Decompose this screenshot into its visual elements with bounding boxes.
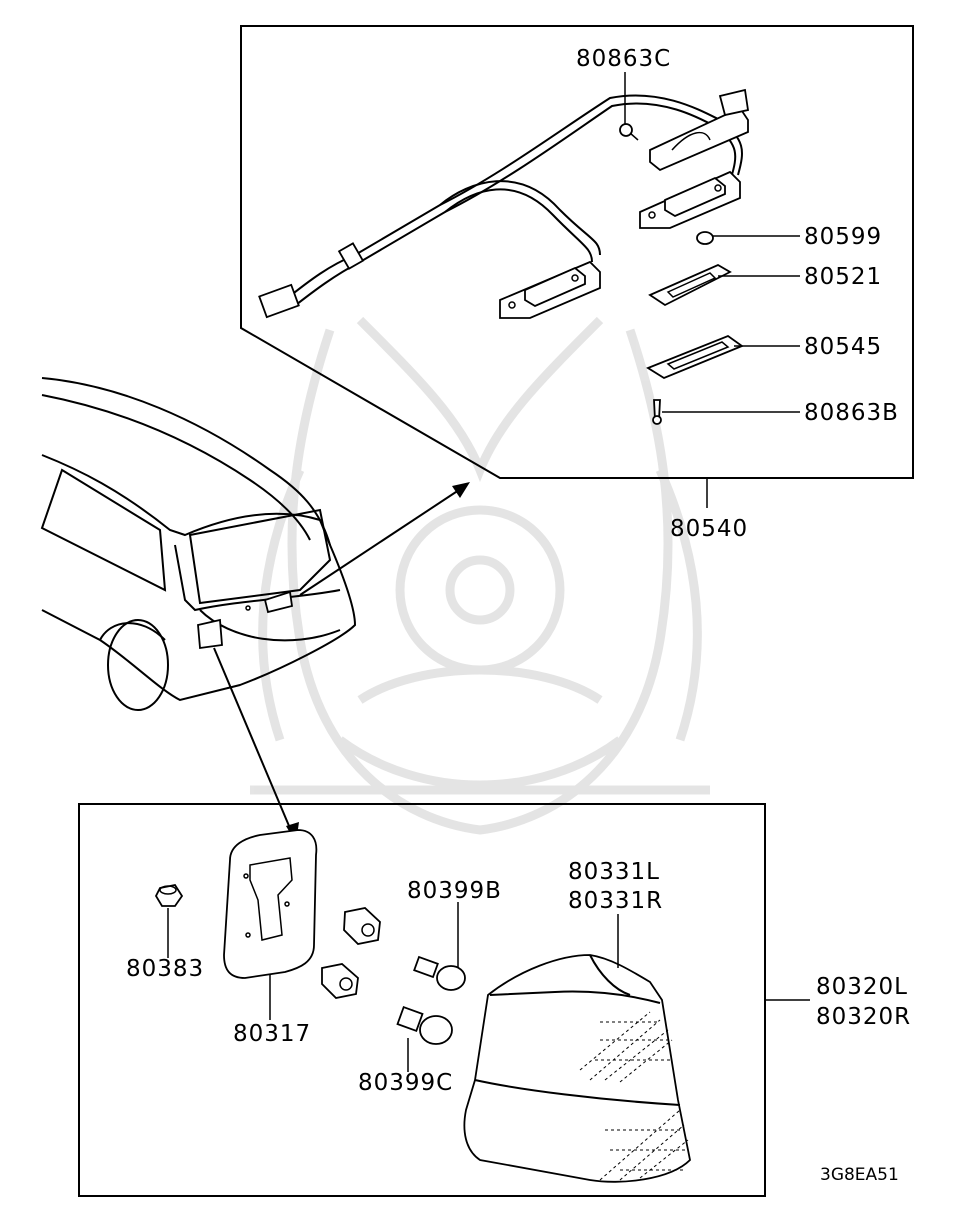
callout-80599: 80599 (804, 224, 882, 250)
callout-80399b: 80399B (407, 878, 502, 904)
callout-80521: 80521 (804, 264, 882, 290)
callout-80863c: 80863C (576, 46, 671, 72)
callout-80320l: 80320L (816, 974, 908, 1000)
callout-80540: 80540 (670, 516, 748, 542)
vehicle-rear (40, 377, 357, 711)
tail-lamp-lens (463, 954, 691, 1183)
tail-lamp-box: 80383 80317 80399B 80399C 80331L 80331R … (78, 803, 911, 1197)
callout-80399c: 80399C (358, 1070, 453, 1096)
callout-80863b: 80863B (804, 400, 899, 426)
gasket-80317 (223, 829, 318, 979)
lamp-housing-left (499, 260, 601, 319)
diagram-code: 3G8EA51 (820, 1165, 899, 1185)
lamp-housing-right (639, 170, 741, 229)
mounting-bracket (649, 88, 750, 172)
watermark-emblem (250, 316, 710, 835)
callout-80320r: 80320R (816, 1004, 911, 1030)
lens-80545 (646, 334, 744, 380)
callout-80317: 80317 (233, 1021, 311, 1047)
nut-80383 (154, 883, 184, 907)
bulb-socket-upper (343, 907, 381, 945)
screw-80863c (619, 123, 639, 141)
gasket-80521 (648, 263, 732, 307)
bulb-80599 (696, 231, 714, 245)
callout-80331r: 80331R (568, 888, 663, 914)
callout-80545: 80545 (804, 334, 882, 360)
bulb-80399b (413, 955, 466, 991)
callout-80383: 80383 (126, 956, 204, 982)
screw-80863b (652, 399, 662, 425)
callout-80331l: 80331L (568, 859, 660, 885)
wiring-harness (258, 94, 743, 319)
bulb-80399c (396, 1005, 453, 1045)
license-lamp-box: 80863C 80599 80521 80545 80863B 80540 (240, 25, 914, 542)
bulb-socket-lower (321, 963, 359, 999)
